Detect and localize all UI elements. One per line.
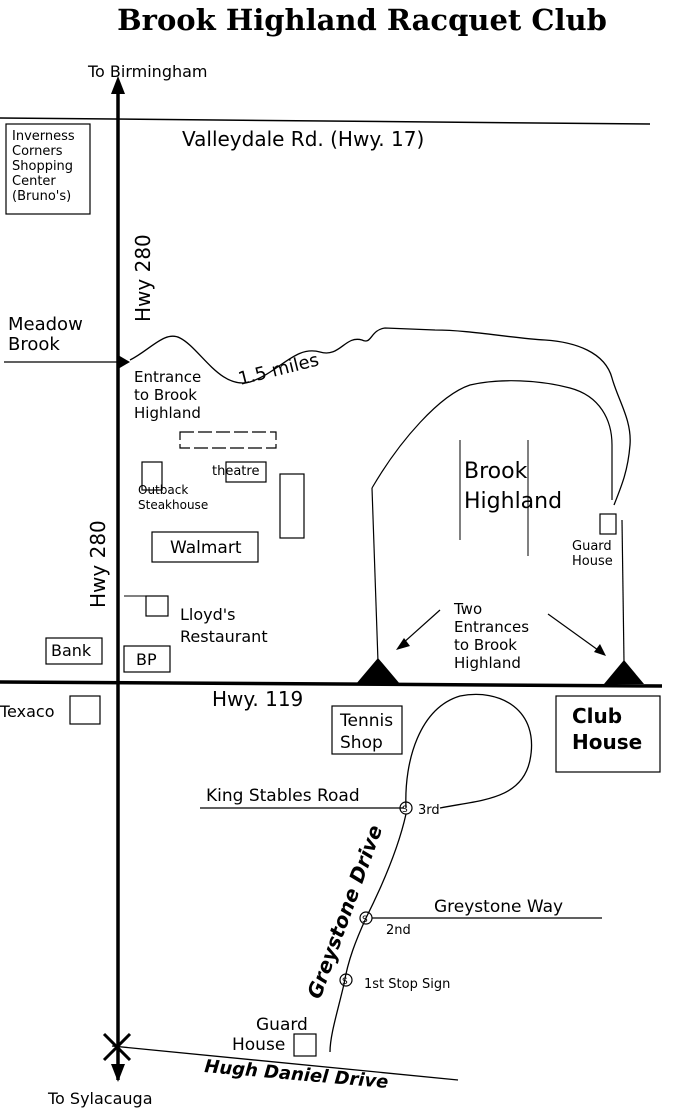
two-entrances-label: Two Entrances to Brook Highland (453, 600, 534, 672)
valleydale-road-label: Valleydale Rd. (Hwy. 17) (182, 127, 424, 151)
third-stop-label: 3rd (418, 803, 440, 818)
second-stop-marker-icon (359, 911, 373, 925)
second-stop-label: 2nd (386, 923, 411, 938)
greystone-drive-road (329, 813, 407, 1053)
first-stop-marker-icon (339, 973, 353, 987)
first-stop-marker-letter: S (342, 977, 348, 987)
bp-label: BP (136, 650, 157, 669)
king-stables-label: King Stables Road (206, 786, 360, 806)
outback-building (141, 461, 163, 491)
building-outline (179, 431, 277, 449)
west-entrance-arrowhead-icon (396, 638, 410, 650)
entrance-marker-icon (118, 355, 130, 369)
greystone-way-label: Greystone Way (434, 897, 563, 917)
walmart-building (151, 531, 259, 563)
brook-highland-label: Brook Highland (464, 459, 562, 514)
club-loop-road (405, 693, 533, 809)
hugh-daniel-label: Hugh Daniel Drive (204, 1056, 390, 1093)
entrance-label: Entrance to Brook Highland (134, 368, 206, 422)
intersection-x-icon-stroke (102, 1032, 132, 1062)
hugh-daniel-road (111, 1045, 459, 1081)
bp-building (123, 645, 171, 673)
lloyds-building (145, 595, 169, 617)
club-house-label: Club House (572, 704, 642, 754)
to-sylacauga-label: To Sylacauga (47, 1089, 153, 1108)
hwy-280-label-top: Hwy 280 (131, 234, 155, 322)
guard-house-top-building (599, 513, 617, 535)
to-birmingham-label: To Birmingham (87, 62, 208, 81)
east-entrance-arrow (547, 613, 599, 651)
east-entrance-road (621, 519, 625, 663)
inverness-corners-box (5, 123, 91, 215)
theatre-label: theatre (212, 464, 259, 479)
guard-house-top-label: Guard House (572, 539, 616, 569)
brook-highland-loop (371, 380, 613, 500)
east-entrance-arrowhead-icon (594, 644, 606, 656)
south-arrow-icon (111, 1064, 125, 1082)
hwy-280-label-bottom: Hwy 280 (86, 520, 110, 608)
north-arrow-icon (111, 76, 125, 94)
lloyds-label: Lloyd's Restaurant (180, 605, 268, 646)
meadow-brook-label: Meadow Brook (8, 314, 89, 355)
valleydale-road (0, 117, 651, 125)
bank-label: Bank (51, 641, 92, 660)
theatre-building (225, 461, 267, 483)
third-stop-marker-letter: S (402, 805, 408, 815)
hwy-119-label: Hwy. 119 (212, 687, 303, 711)
west-entrance-road (371, 487, 379, 663)
club-house-building (555, 695, 661, 773)
hwy-119-road (0, 680, 663, 688)
west-entrance-arrow (401, 609, 441, 645)
guard-house-bottom-label: Guard House (232, 1015, 313, 1055)
tennis-shop-building (331, 705, 403, 755)
first-stop-label: 1st Stop Sign (364, 977, 450, 992)
texaco-building (69, 695, 101, 725)
map-title: Brook Highland Racquet Club (117, 3, 607, 37)
inverness-corners-label: Inverness Corners Shopping Center (Bruno… (12, 129, 79, 204)
guard-house-bottom-building (293, 1033, 317, 1057)
texaco-label: Texaco (0, 702, 54, 721)
bank-building (45, 637, 103, 665)
tennis-shop-label: Tennis Shop (339, 711, 399, 753)
brook-highland-parkway (129, 327, 631, 506)
second-stop-marker-letter: S (362, 915, 368, 925)
strip-building (279, 473, 305, 539)
walmart-label: Walmart (170, 538, 242, 558)
east-entrance-marker-icon (604, 660, 644, 684)
outback-label: Outback Steakhouse (138, 483, 208, 512)
west-entrance-marker-icon (356, 658, 400, 684)
distance-label: 1.5 miles (236, 350, 321, 390)
